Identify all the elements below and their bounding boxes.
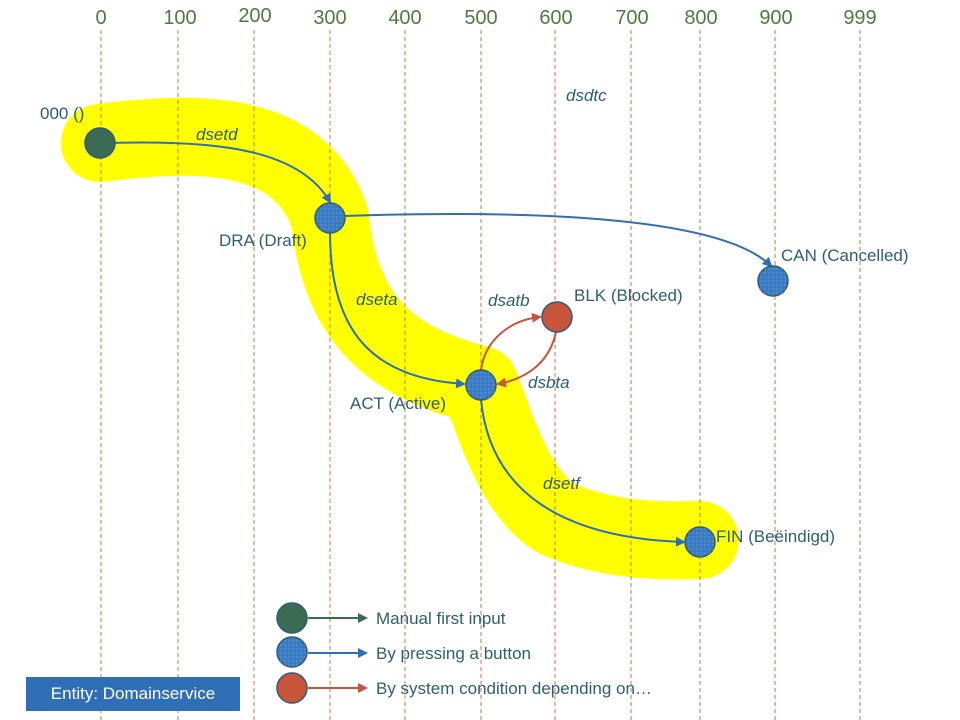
state-label-fin: FIN (Beëindigd)	[716, 527, 835, 546]
node-texture	[277, 637, 307, 667]
transition-label-dseta: dseta	[356, 290, 398, 309]
state-label-blk: BLK (Blocked)	[574, 286, 683, 305]
happy-path-highlight	[61, 97, 739, 580]
entity-label: Entity: Domainservice	[26, 677, 240, 711]
legend-manual-dot	[276, 602, 308, 634]
state-label-can: CAN (Cancelled)	[781, 246, 909, 265]
transition-dsetd-arrow	[111, 141, 332, 204]
node-texture	[758, 266, 788, 296]
axis-tick: 0	[95, 7, 106, 29]
state-label-act: ACT (Active)	[350, 394, 446, 413]
axis-tick: 600	[539, 7, 572, 29]
legend-manual-label: Manual first input	[376, 609, 506, 628]
state-label-start: 000 ()	[40, 104, 84, 123]
legend-button-label: By pressing a button	[376, 644, 531, 663]
transition-label-dsetd: dsetd	[196, 125, 238, 144]
axis-tick: 500	[464, 7, 497, 29]
transition-dseta-arrow	[329, 231, 466, 389]
legend-system-label: By system condition depending on…	[376, 679, 652, 698]
node-texture	[315, 203, 345, 233]
transition-label-dsatb: dsatb	[488, 291, 530, 310]
transition-dsetf-arrow	[480, 399, 686, 547]
node-texture	[685, 527, 715, 557]
state-node-start	[84, 127, 116, 159]
axis-tick: 200	[238, 5, 271, 27]
transition-dsdtc-arrow	[343, 213, 773, 268]
axis-tick: 700	[615, 7, 648, 29]
axis-ticks: 0 100 200 300 400 500 600 700 800 900 99…	[95, 5, 876, 29]
legend-system-dot	[276, 672, 308, 704]
legend: Manual first input By pressing a button …	[276, 602, 652, 704]
state-label-dra: DRA (Draft)	[219, 231, 307, 250]
transition-label-dsetf: dsetf	[543, 474, 582, 493]
axis-tick: 300	[313, 7, 346, 29]
transition-label-dsbta: dsbta	[528, 373, 570, 392]
axis-tick: 400	[388, 7, 421, 29]
transition-dsbta-arrow	[496, 331, 557, 388]
node-texture	[466, 370, 496, 400]
transition-dsatb-arrow	[480, 312, 542, 371]
transition-label-dsdtc: dsdtc	[566, 86, 607, 105]
axis-tick: 999	[843, 7, 876, 29]
state-node-blk	[541, 301, 573, 333]
axis-tick: 900	[759, 7, 792, 29]
axis-tick: 100	[163, 7, 196, 29]
axis-tick: 800	[684, 7, 717, 29]
